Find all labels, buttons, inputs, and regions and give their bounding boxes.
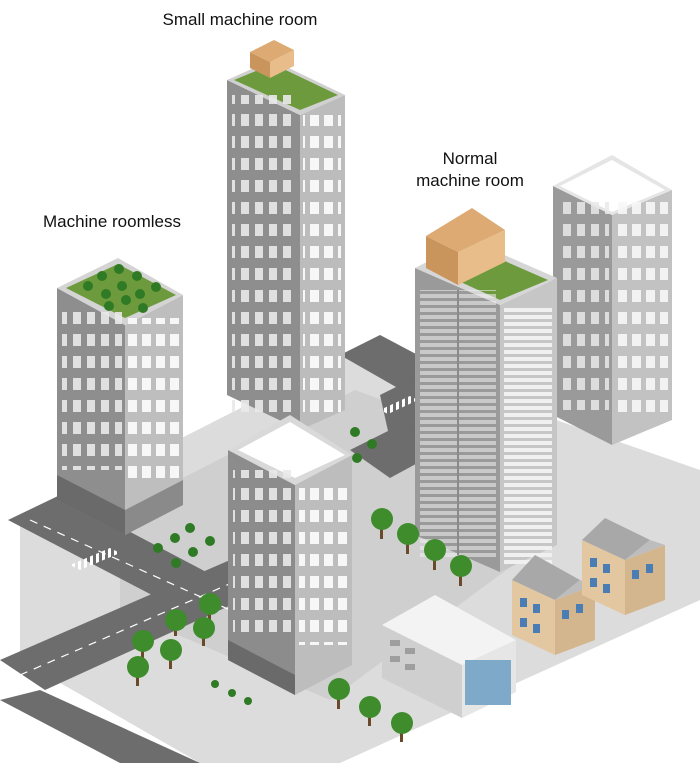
shrubs [153,427,377,705]
roof-shrubs [83,264,161,313]
right-office-tower [553,155,672,445]
small-machine-room-box [250,40,294,78]
house-2 [582,518,665,615]
tree [450,555,472,586]
normal-machine-room-box [426,208,505,285]
tower-normal-machine-room [415,208,557,572]
roads [0,335,460,763]
tree [328,678,350,709]
tree [132,630,154,659]
roomless-green-roof [66,264,176,318]
label-normal-machine-room: Normal machine room [400,148,540,192]
tree [391,712,413,742]
tree [165,609,187,636]
label-normal-line1: Normal [442,149,498,168]
tree [424,539,446,570]
tall-tower-green-roof [234,64,338,110]
tree [160,639,182,669]
trees [127,508,472,742]
glass-facade [465,660,511,705]
house-1 [512,555,595,655]
tree [359,696,381,726]
tall-tower-small-machine-room [227,40,345,430]
tree [127,656,149,686]
label-normal-line2: machine room [416,171,524,190]
machine-roomless-building [57,258,183,535]
tree [371,508,393,539]
front-office-tower [228,415,352,695]
tree [199,593,221,622]
low-white-building [382,595,516,718]
tree [193,617,215,646]
label-small-machine-room: Small machine room [162,10,318,29]
label-machine-roomless: Machine roomless [43,212,181,231]
tree [397,523,419,554]
